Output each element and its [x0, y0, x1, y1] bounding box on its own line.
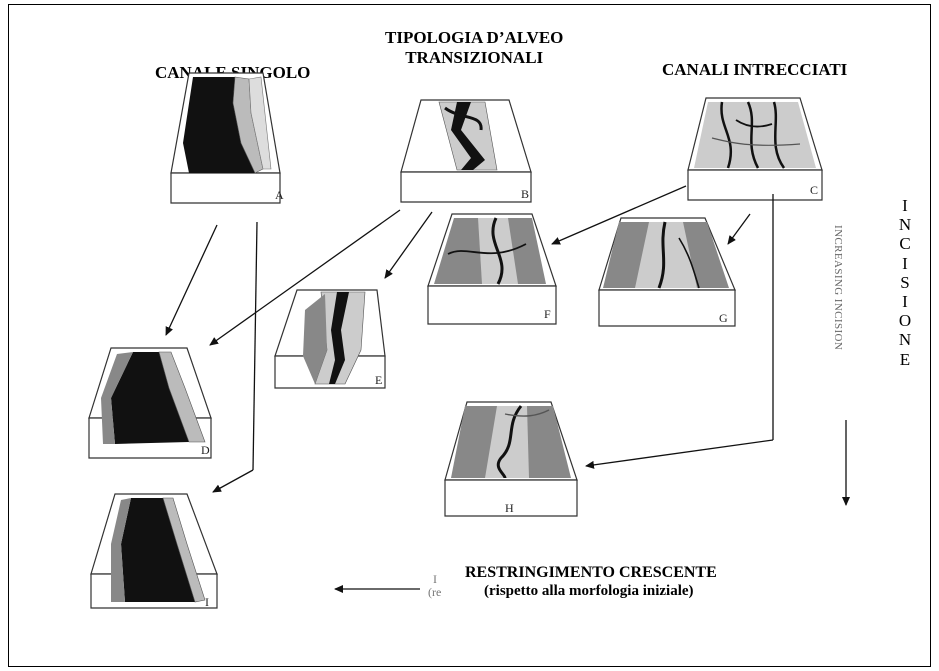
side-letter: N: [898, 330, 912, 349]
block-e: E: [275, 290, 385, 388]
side-letter: O: [898, 311, 912, 330]
restringimento-subtitle: (rispetto alla morfologia iniziale): [484, 583, 694, 600]
side-letter: I: [898, 292, 912, 311]
block-letter: C: [810, 183, 818, 197]
side-letter: E: [898, 350, 912, 369]
block-letter: F: [544, 307, 551, 321]
block-letter: D: [201, 443, 210, 457]
block-letter: A: [275, 188, 284, 202]
arrow-c-to-g: [728, 214, 750, 244]
increasing-incision-label: INCREASING INCISION: [832, 225, 844, 350]
block-g: G: [599, 218, 735, 326]
block-letter: E: [375, 373, 382, 387]
side-letter: S: [898, 273, 912, 292]
block-c: C: [688, 98, 822, 200]
block-letter: G: [719, 311, 728, 325]
side-letter: N: [898, 215, 912, 234]
block-a: A: [171, 73, 284, 203]
arrow-a-to-i: [253, 222, 257, 470]
block-d: D: [89, 348, 211, 458]
arrow-a-to-d: [166, 225, 217, 335]
block-letter: B: [521, 187, 529, 201]
block-letter: I: [205, 595, 209, 609]
side-label-incisione: I N C I S I O N E: [898, 196, 912, 369]
arrow-c-to-h: [586, 440, 773, 466]
side-letter: I: [898, 254, 912, 273]
arrow-b-to-e: [385, 212, 432, 278]
block-b: B: [401, 100, 531, 202]
block-f: F: [428, 214, 556, 324]
side-letter: I: [898, 196, 912, 215]
block-h: H: [445, 402, 577, 516]
block-letter: H: [505, 501, 514, 515]
cut-text-b: (re: [428, 585, 441, 600]
arrow-a-to-i-tail: [213, 470, 253, 492]
restringimento-title: RESTRINGIMENTO CRESCENTE: [465, 563, 717, 583]
side-letter: C: [898, 234, 912, 253]
block-i: I: [91, 494, 217, 609]
